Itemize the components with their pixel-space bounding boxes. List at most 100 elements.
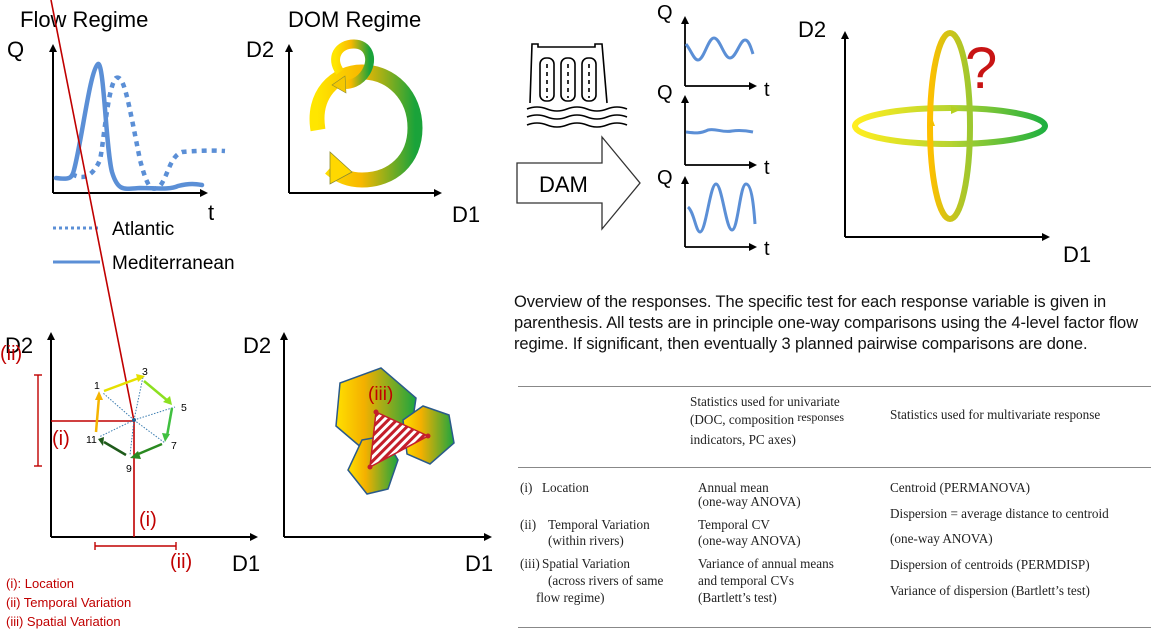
- centroid-1: [373, 409, 379, 415]
- question-mark: ?: [965, 36, 997, 101]
- flow-y-axis-label: Q: [7, 37, 24, 62]
- legend-temporal-variation: (ii) Temporal Variation: [6, 595, 132, 610]
- response-x-axis-label: D1: [232, 551, 260, 576]
- header-univariate-line2a: (DOC, composition: [690, 412, 795, 427]
- mediterranean-legend-label: Mediterranean: [112, 253, 235, 274]
- row3-label-l2: (across rivers of same: [548, 573, 664, 588]
- table-top-rule: [518, 386, 1151, 387]
- header-multivariate: Statistics used for multivariate respons…: [890, 407, 1101, 422]
- altered-y-axis-label: D2: [798, 17, 826, 42]
- legend-spatial-variation: (iii) Spatial Variation: [6, 614, 121, 629]
- row3-multi-l1: Dispersion of centroids (PERMDISP): [890, 557, 1090, 572]
- dam-icon: [526, 43, 628, 128]
- row1-uni-l2: (one-way ANOVA): [698, 494, 801, 509]
- dam-sub1-y-label: Q: [657, 2, 673, 24]
- row2-uni-l2: (one-way ANOVA): [698, 533, 801, 548]
- spatial-y-axis-label: D2: [243, 333, 271, 358]
- table-bottom-rule: [518, 627, 1151, 628]
- arrowhead-7: [162, 433, 170, 442]
- row2-multi-l2: (one-way ANOVA): [890, 531, 993, 546]
- row3-num: (iii): [520, 556, 540, 571]
- table-header-rule: [518, 467, 1151, 468]
- dam-sub3-y-label: Q: [657, 167, 673, 189]
- point-label-7: 7: [171, 440, 177, 452]
- arrow-3-to-5: [143, 380, 169, 402]
- mediterranean-curve: [53, 61, 205, 191]
- arrowhead-1: [95, 391, 103, 400]
- arrow-9-to-11: [103, 440, 127, 457]
- centroid-3: [367, 464, 373, 470]
- arrowhead-11: [98, 437, 104, 446]
- response-y-axis-label: D2: [5, 333, 33, 358]
- point-label-11: 11: [86, 434, 97, 446]
- dam-sub2-curve: [685, 128, 754, 135]
- altered-regime-panel: D2 D1 ?: [798, 17, 1091, 267]
- row2-uni-l1: Temporal CV: [698, 517, 770, 532]
- arrow-11-to-1: [94, 396, 101, 433]
- dam-sub1-x-label: t: [764, 79, 770, 101]
- response-scheme-panel: D2 D1 (ii) (i) (i) (ii): [0, 0, 260, 576]
- flow-regime-title: Flow Regime: [20, 7, 148, 32]
- location-y-line: [50, 0, 135, 422]
- arrowhead-3: [136, 374, 145, 382]
- dam-panel: DAM Q t Q t Q t: [516, 2, 770, 260]
- centroid-2: [425, 433, 431, 439]
- atlantic-curve: [70, 75, 226, 191]
- header-univariate-line1: Statistics used for univariate: [690, 394, 840, 409]
- marker-ii-y: (ii): [0, 343, 22, 365]
- dom-regime-panel: DOM Regime D2 D1: [246, 7, 480, 227]
- header-univariate-responses: responses: [797, 410, 845, 424]
- point-label-3: 3: [142, 366, 148, 378]
- vertical-ellipse-arrow: [927, 30, 973, 222]
- flow-x-axis-label: t: [208, 200, 214, 225]
- dam-sub2-x-label: t: [764, 157, 770, 179]
- dom-cycle-arrow: [309, 64, 423, 188]
- dom-small-loop-arrowhead: [331, 75, 347, 94]
- point-label-1: 1: [94, 380, 100, 392]
- marker-i-y: (i): [52, 428, 70, 450]
- arrow-5-to-7: [165, 407, 174, 437]
- dam-arrow-label: DAM: [539, 172, 588, 197]
- row3-uni-l2: and temporal CVs: [698, 573, 794, 588]
- dam-sub3-curve: [686, 182, 757, 234]
- legend-location: (i): Location: [6, 576, 74, 591]
- row1-multi-l1: Centroid (PERMANOVA): [890, 480, 1031, 495]
- row2-multi-l1: Dispersion = average distance to centroi…: [890, 506, 1109, 521]
- point-label-9: 9: [126, 463, 132, 475]
- table-caption: Overview of the responses. The specific …: [514, 293, 1138, 353]
- header-univariate-line3: indicators, PC axes): [690, 432, 796, 447]
- row3-label-l3: flow regime): [536, 590, 605, 605]
- marker-i-x: (i): [139, 509, 157, 531]
- centroid-spokes: [98, 376, 176, 456]
- arrowhead-9: [130, 451, 141, 459]
- row2-num: (ii): [520, 517, 537, 532]
- arrow-7-to-9: [135, 442, 163, 457]
- vertical-arrowhead: [929, 118, 935, 126]
- dam-sub2-y-label: Q: [657, 82, 673, 104]
- arrow-1-to-3: [103, 376, 140, 393]
- dom-regime-title: DOM Regime: [288, 7, 421, 32]
- dam-sub1-curve: [684, 36, 755, 62]
- arrowhead-5: [163, 396, 172, 405]
- row1-uni-l1: Annual mean: [698, 480, 769, 495]
- marker-ii-x: (ii): [170, 551, 192, 573]
- point-label-5: 5: [181, 402, 187, 414]
- spatial-x-axis-label: D1: [465, 551, 493, 576]
- row3-multi-l2: Variance of dispersion (Bartlett’s test): [890, 583, 1090, 598]
- horizontal-ellipse-arrow: [852, 105, 1048, 147]
- header-univariate-line2: (DOC, composition responses: [690, 410, 845, 429]
- dom-y-axis-label: D2: [246, 37, 274, 62]
- horizontal-arrowhead: [951, 106, 960, 114]
- flow-regime-panel: Flow Regime Q t Atlantic Mediterranean: [7, 7, 235, 274]
- row1-num: (i): [520, 480, 533, 495]
- dam-sub3-x-label: t: [764, 238, 770, 260]
- dom-cycle-arrowhead: [329, 151, 353, 185]
- row2-label-l2: (within rivers): [548, 533, 624, 548]
- dom-small-loop-arrow: [331, 39, 374, 89]
- centroid-point: [132, 418, 136, 422]
- atlantic-legend-label: Atlantic: [112, 219, 174, 240]
- row3-uni-l1: Variance of annual means: [698, 556, 834, 571]
- dam-arrow: [516, 135, 641, 231]
- spatial-triangle: [369, 410, 430, 469]
